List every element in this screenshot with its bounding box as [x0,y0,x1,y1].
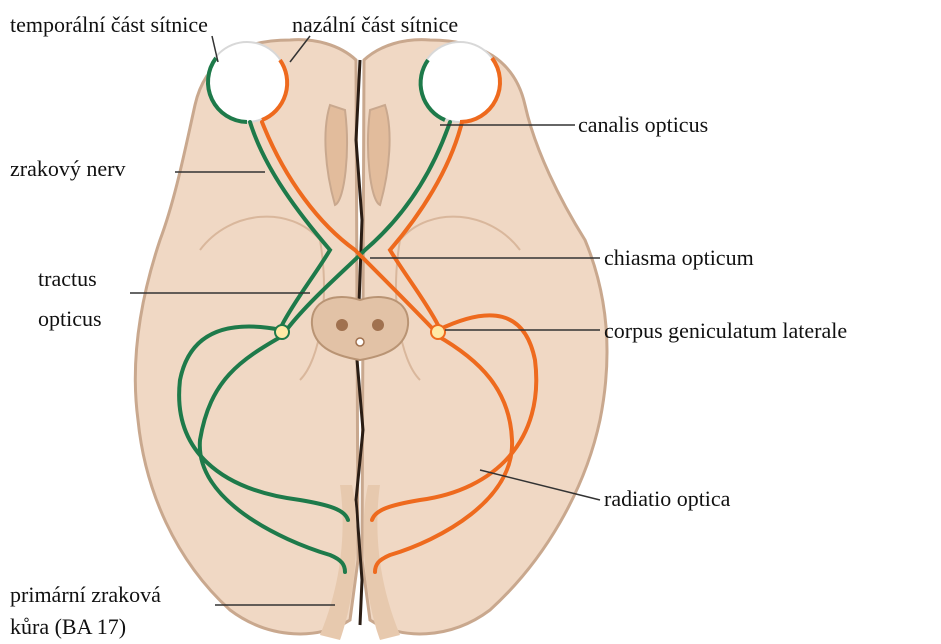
label-canalis-opticus: canalis opticus [578,114,708,136]
label-tractus-1: tractus [38,268,97,290]
left-lgn [275,325,289,339]
label-lgn: corpus geniculatum laterale [604,320,847,342]
label-temporal-retina: temporální část sítnice [10,14,208,36]
right-lgn [431,325,445,339]
label-cortex-1: primární zraková [10,584,161,606]
label-optic-nerve: zrakový nerv [10,158,125,180]
label-tractus-2: opticus [38,308,102,330]
label-radiatio: radiatio optica [604,488,730,510]
label-chiasma: chiasma opticum [604,247,754,269]
label-cortex-2: kůra (BA 17) [10,616,126,638]
label-nasal-retina: nazální část sítnice [292,14,458,36]
